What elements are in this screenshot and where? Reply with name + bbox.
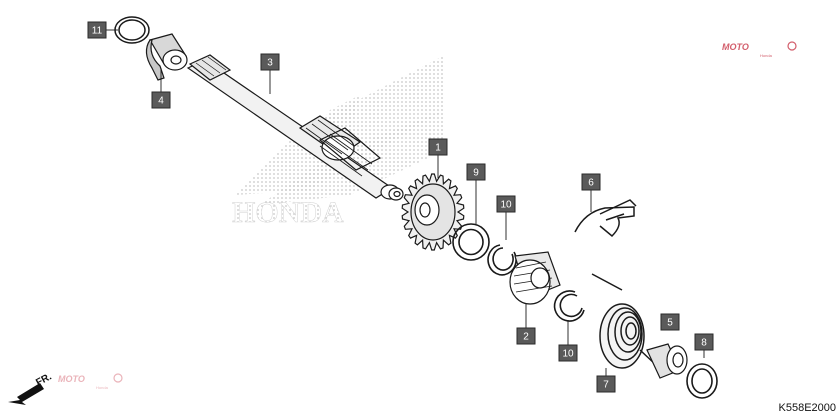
callout-label: 4 xyxy=(158,96,164,107)
part-spring-collar xyxy=(646,343,688,379)
callout-label: 10 xyxy=(500,200,512,211)
part-ratchet xyxy=(509,251,561,305)
honda-logo-text: HONDA xyxy=(232,196,344,229)
part-washer xyxy=(452,223,490,261)
part-spur-gear xyxy=(401,173,465,251)
callout-box: 5 xyxy=(660,313,680,331)
callout-label: 8 xyxy=(701,338,707,349)
watermark-subtext: Honda xyxy=(760,53,773,58)
callout-label: 11 xyxy=(92,26,103,37)
callout-label: 2 xyxy=(523,332,529,343)
watermark-subtext: Honda xyxy=(96,385,109,390)
callout-box: 3 xyxy=(260,53,280,71)
callouts: 11 4 3 1 9 10 6 10 2 5 8 7 xyxy=(87,21,714,393)
arrow-icon xyxy=(8,383,44,405)
callout-box: 9 xyxy=(466,163,486,181)
watermark-text: MOTO xyxy=(58,374,85,384)
watermark-bottom: MOTO Honda xyxy=(58,373,123,390)
callout-box: 11 xyxy=(87,21,107,39)
gear-icon xyxy=(787,41,797,51)
callout-label: 9 xyxy=(473,168,479,179)
callout-box: 8 xyxy=(694,333,714,351)
gear-icon xyxy=(113,373,123,383)
part-kick-spring xyxy=(591,273,657,369)
front-direction-indicator: FR. xyxy=(8,371,54,405)
callout-box: 2 xyxy=(516,327,536,345)
callout-label: 3 xyxy=(267,58,273,69)
part-washer-end xyxy=(686,363,718,399)
front-label: FR. xyxy=(34,371,54,388)
callout-label: 5 xyxy=(667,318,673,329)
callout-label: 10 xyxy=(562,349,574,360)
watermark-top: MOTO Honda xyxy=(722,41,797,58)
part-circlip-low xyxy=(553,290,585,322)
callout-box: 1 xyxy=(428,138,448,156)
callout-box: 4 xyxy=(151,91,171,109)
callout-label: 1 xyxy=(435,143,441,154)
callout-label: 7 xyxy=(603,380,609,391)
part-circlip-mid xyxy=(487,244,517,276)
callout-box: 6 xyxy=(581,173,601,191)
part-main-shaft xyxy=(186,54,404,201)
callout-label: 6 xyxy=(588,178,594,189)
watermark-text: MOTO xyxy=(722,42,749,52)
callout-box: 10 xyxy=(496,195,516,213)
leader-lines xyxy=(106,29,705,376)
part-circlip-top xyxy=(114,16,150,44)
callout-box: 10 xyxy=(558,344,578,362)
callout-box: 7 xyxy=(596,375,616,393)
part-spring-clip xyxy=(574,199,637,238)
diagram-code: K558E2000 xyxy=(779,402,837,414)
part-collar xyxy=(145,33,188,81)
